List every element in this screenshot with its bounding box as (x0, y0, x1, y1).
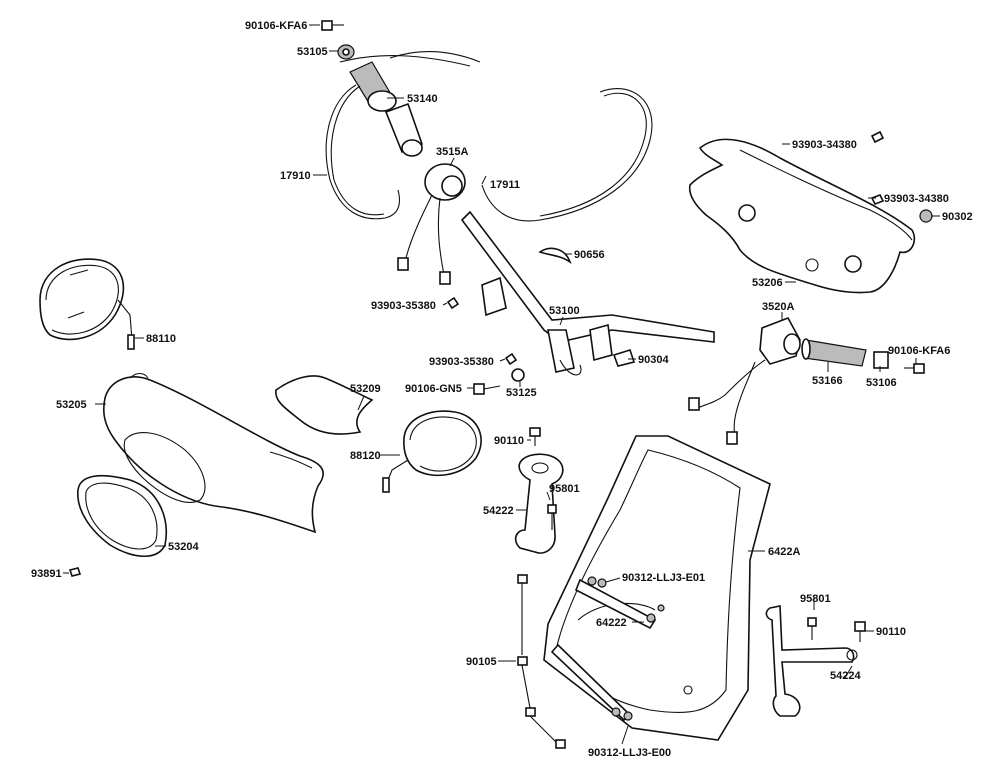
label-88110: 88110 (146, 333, 176, 345)
nuts-90312-llj3-e00 (611, 707, 633, 721)
bolt-90106-gn5 (473, 383, 501, 395)
label-93891: 93891 (31, 568, 62, 580)
bracket-54224 (765, 605, 858, 717)
label-3515a: 3515A (436, 146, 468, 158)
label-90110-mid: 90110 (494, 435, 524, 447)
cover-53206 (688, 138, 916, 294)
nuts-90312-llj3-e01 (587, 576, 665, 623)
label-3520a: 3520A (762, 301, 794, 313)
bracket-54222 (514, 453, 564, 554)
clip-90656 (538, 247, 572, 265)
part-labels: 90106-KFA6 53105 53140 17910 3515A 17911… (31, 20, 973, 759)
label-93903-34380-a: 93903-34380 (792, 139, 857, 151)
label-93903-35380-b: 93903-35380 (429, 356, 494, 368)
mirror-88110 (39, 258, 135, 350)
label-53205: 53205 (56, 399, 87, 411)
nut-90302 (919, 209, 933, 223)
grip-53166 (801, 338, 867, 367)
collar-53125 (511, 368, 525, 382)
mirror-88120 (382, 410, 482, 493)
label-54224: 54224 (830, 670, 861, 682)
label-90105: 90105 (466, 656, 497, 668)
throttle-cable-17910 (325, 51, 481, 220)
label-90106-kfa6-top: 90106-KFA6 (245, 20, 307, 32)
screw-93903-35380-b (504, 352, 518, 366)
bolt-90110-mid (529, 427, 541, 446)
windscreen-6422a (543, 435, 771, 741)
handlebar-53100 (460, 210, 715, 376)
label-90656: 90656 (574, 249, 605, 261)
label-93903-35380-a: 93903-35380 (371, 300, 436, 312)
bolt-95801-mid (547, 504, 557, 530)
bezel-53204 (77, 474, 167, 557)
screw-93903-34380-b (870, 193, 885, 206)
label-53204: 53204 (168, 541, 199, 553)
label-53206: 53206 (752, 277, 783, 289)
bolt-95801-right (807, 617, 817, 640)
label-53166: 53166 (812, 375, 843, 387)
label-17911: 17911 (490, 179, 520, 191)
label-93903-34380-b: 93903-34380 (884, 193, 949, 205)
pad-53209 (275, 375, 374, 435)
throttle-grip-53140 (349, 61, 424, 157)
bolt-90106-kfa6-top (321, 20, 344, 31)
switch-3520a (688, 317, 801, 445)
label-90106-gn5: 90106-GN5 (405, 383, 462, 395)
cable-17911 (481, 88, 653, 222)
label-90106-kfa6-right: 90106-KFA6 (888, 345, 950, 357)
bolts-90105 (517, 574, 566, 749)
label-53105: 53105 (297, 46, 328, 58)
label-54222: 54222 (483, 505, 514, 517)
end-weight-53106 (873, 351, 889, 369)
label-53209: 53209 (350, 383, 381, 395)
label-90110-right: 90110 (876, 626, 906, 638)
label-90304: 90304 (638, 354, 669, 366)
switch-3515a (397, 163, 466, 285)
leader-lines (63, 24, 940, 745)
label-53106: 53106 (866, 377, 897, 389)
label-95801-mid: 95801 (549, 483, 580, 495)
label-53140: 53140 (407, 93, 438, 105)
label-95801-right: 95801 (800, 593, 831, 605)
label-90302: 90302 (942, 211, 973, 223)
nut-90304 (612, 349, 636, 367)
bolt-90110-right (854, 621, 866, 642)
label-90312-llj3-e00: 90312-LLJ3-E00 (588, 747, 671, 759)
label-53125: 53125 (506, 387, 537, 399)
front-cover-53205 (102, 372, 324, 534)
end-weight-53105 (337, 44, 355, 60)
label-88120: 88120 (350, 450, 381, 462)
screw-93891 (68, 567, 82, 577)
screw-93903-35380-a (446, 296, 460, 310)
label-17910: 17910 (280, 170, 311, 182)
bolt-90106-kfa6-right (904, 363, 925, 374)
label-64222: 64222 (596, 617, 627, 629)
label-6422a: 6422A (768, 546, 800, 558)
label-53100: 53100 (549, 305, 580, 317)
screw-93903-34380-a (870, 130, 885, 144)
bracket-64222 (550, 578, 657, 722)
label-90312-llj3-e01: 90312-LLJ3-E01 (622, 572, 705, 584)
